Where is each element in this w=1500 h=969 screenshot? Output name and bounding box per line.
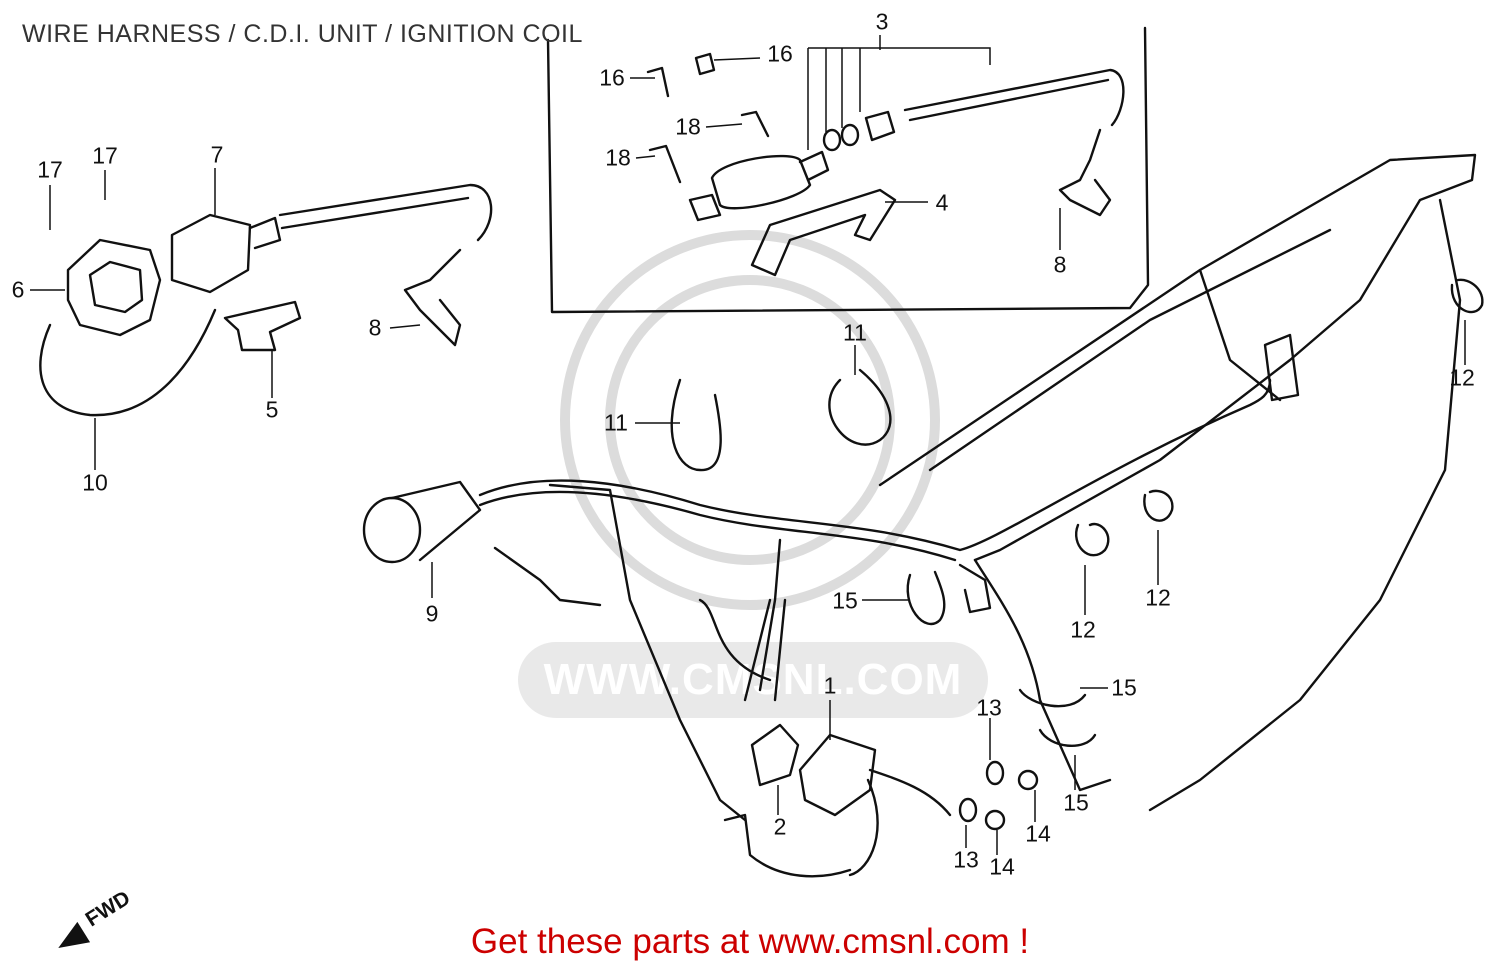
clamps-11 (670, 368, 892, 472)
callout-3[interactable]: 3 (875, 8, 889, 35)
motorcycle-frame (493, 153, 1477, 822)
ground-wire (39, 308, 217, 417)
callout-11[interactable]: 11 (604, 409, 628, 436)
coil-cover (66, 238, 162, 337)
watermark-banner: WWW.CMSNL.COM (518, 642, 988, 718)
ignition-coil-left (170, 183, 493, 347)
callout-18[interactable]: 18 (605, 144, 631, 171)
callout-11[interactable]: 11 (843, 319, 867, 346)
cdi-unit (750, 723, 952, 877)
callout-15[interactable]: 15 (1063, 789, 1089, 816)
washers-nuts (958, 760, 1039, 831)
wire-harness (362, 333, 1300, 702)
page-title: WIRE HARNESS / C.D.I. UNIT / IGNITION CO… (22, 20, 583, 48)
callout-2[interactable]: 2 (773, 813, 787, 840)
callout-4[interactable]: 4 (935, 189, 949, 216)
callout-12[interactable]: 12 (1449, 364, 1475, 391)
callout-5[interactable]: 5 (265, 396, 279, 423)
callout-8[interactable]: 8 (368, 314, 382, 341)
callout-15[interactable]: 15 (832, 587, 858, 614)
clamps-15 (906, 570, 1097, 748)
callout-10[interactable]: 10 (82, 469, 108, 496)
callout-14[interactable]: 14 (989, 853, 1015, 880)
callout-13[interactable]: 13 (953, 846, 979, 873)
coil-bracket (750, 188, 897, 277)
callout-13[interactable]: 13 (976, 694, 1002, 721)
callout-16[interactable]: 16 (599, 64, 625, 91)
callout-8[interactable]: 8 (1053, 251, 1067, 278)
callout-17[interactable]: 17 (37, 156, 63, 183)
mount-bracket (223, 300, 302, 352)
callout-15[interactable]: 15 (1111, 674, 1137, 701)
callout-12[interactable]: 12 (1070, 616, 1096, 643)
callout-1[interactable]: 1 (823, 672, 837, 699)
callout-18[interactable]: 18 (675, 113, 701, 140)
callout-12[interactable]: 12 (1145, 584, 1171, 611)
cdi-ground-wire (723, 813, 852, 878)
leader-lines (30, 35, 1466, 855)
grommets-12 (1075, 278, 1484, 557)
callout-14[interactable]: 14 (1025, 820, 1051, 847)
callout-6[interactable]: 6 (11, 276, 25, 303)
ignition-coil-inset (688, 68, 1125, 222)
callout-9[interactable]: 9 (425, 600, 439, 627)
cta-link[interactable]: Get these parts at www.cmsnl.com ! (470, 922, 1030, 961)
callout-17[interactable]: 17 (92, 142, 118, 169)
callout-7[interactable]: 7 (210, 141, 224, 168)
bolts-inset (646, 52, 770, 184)
callout-16[interactable]: 16 (767, 40, 793, 67)
inset-frame (546, 26, 1150, 314)
